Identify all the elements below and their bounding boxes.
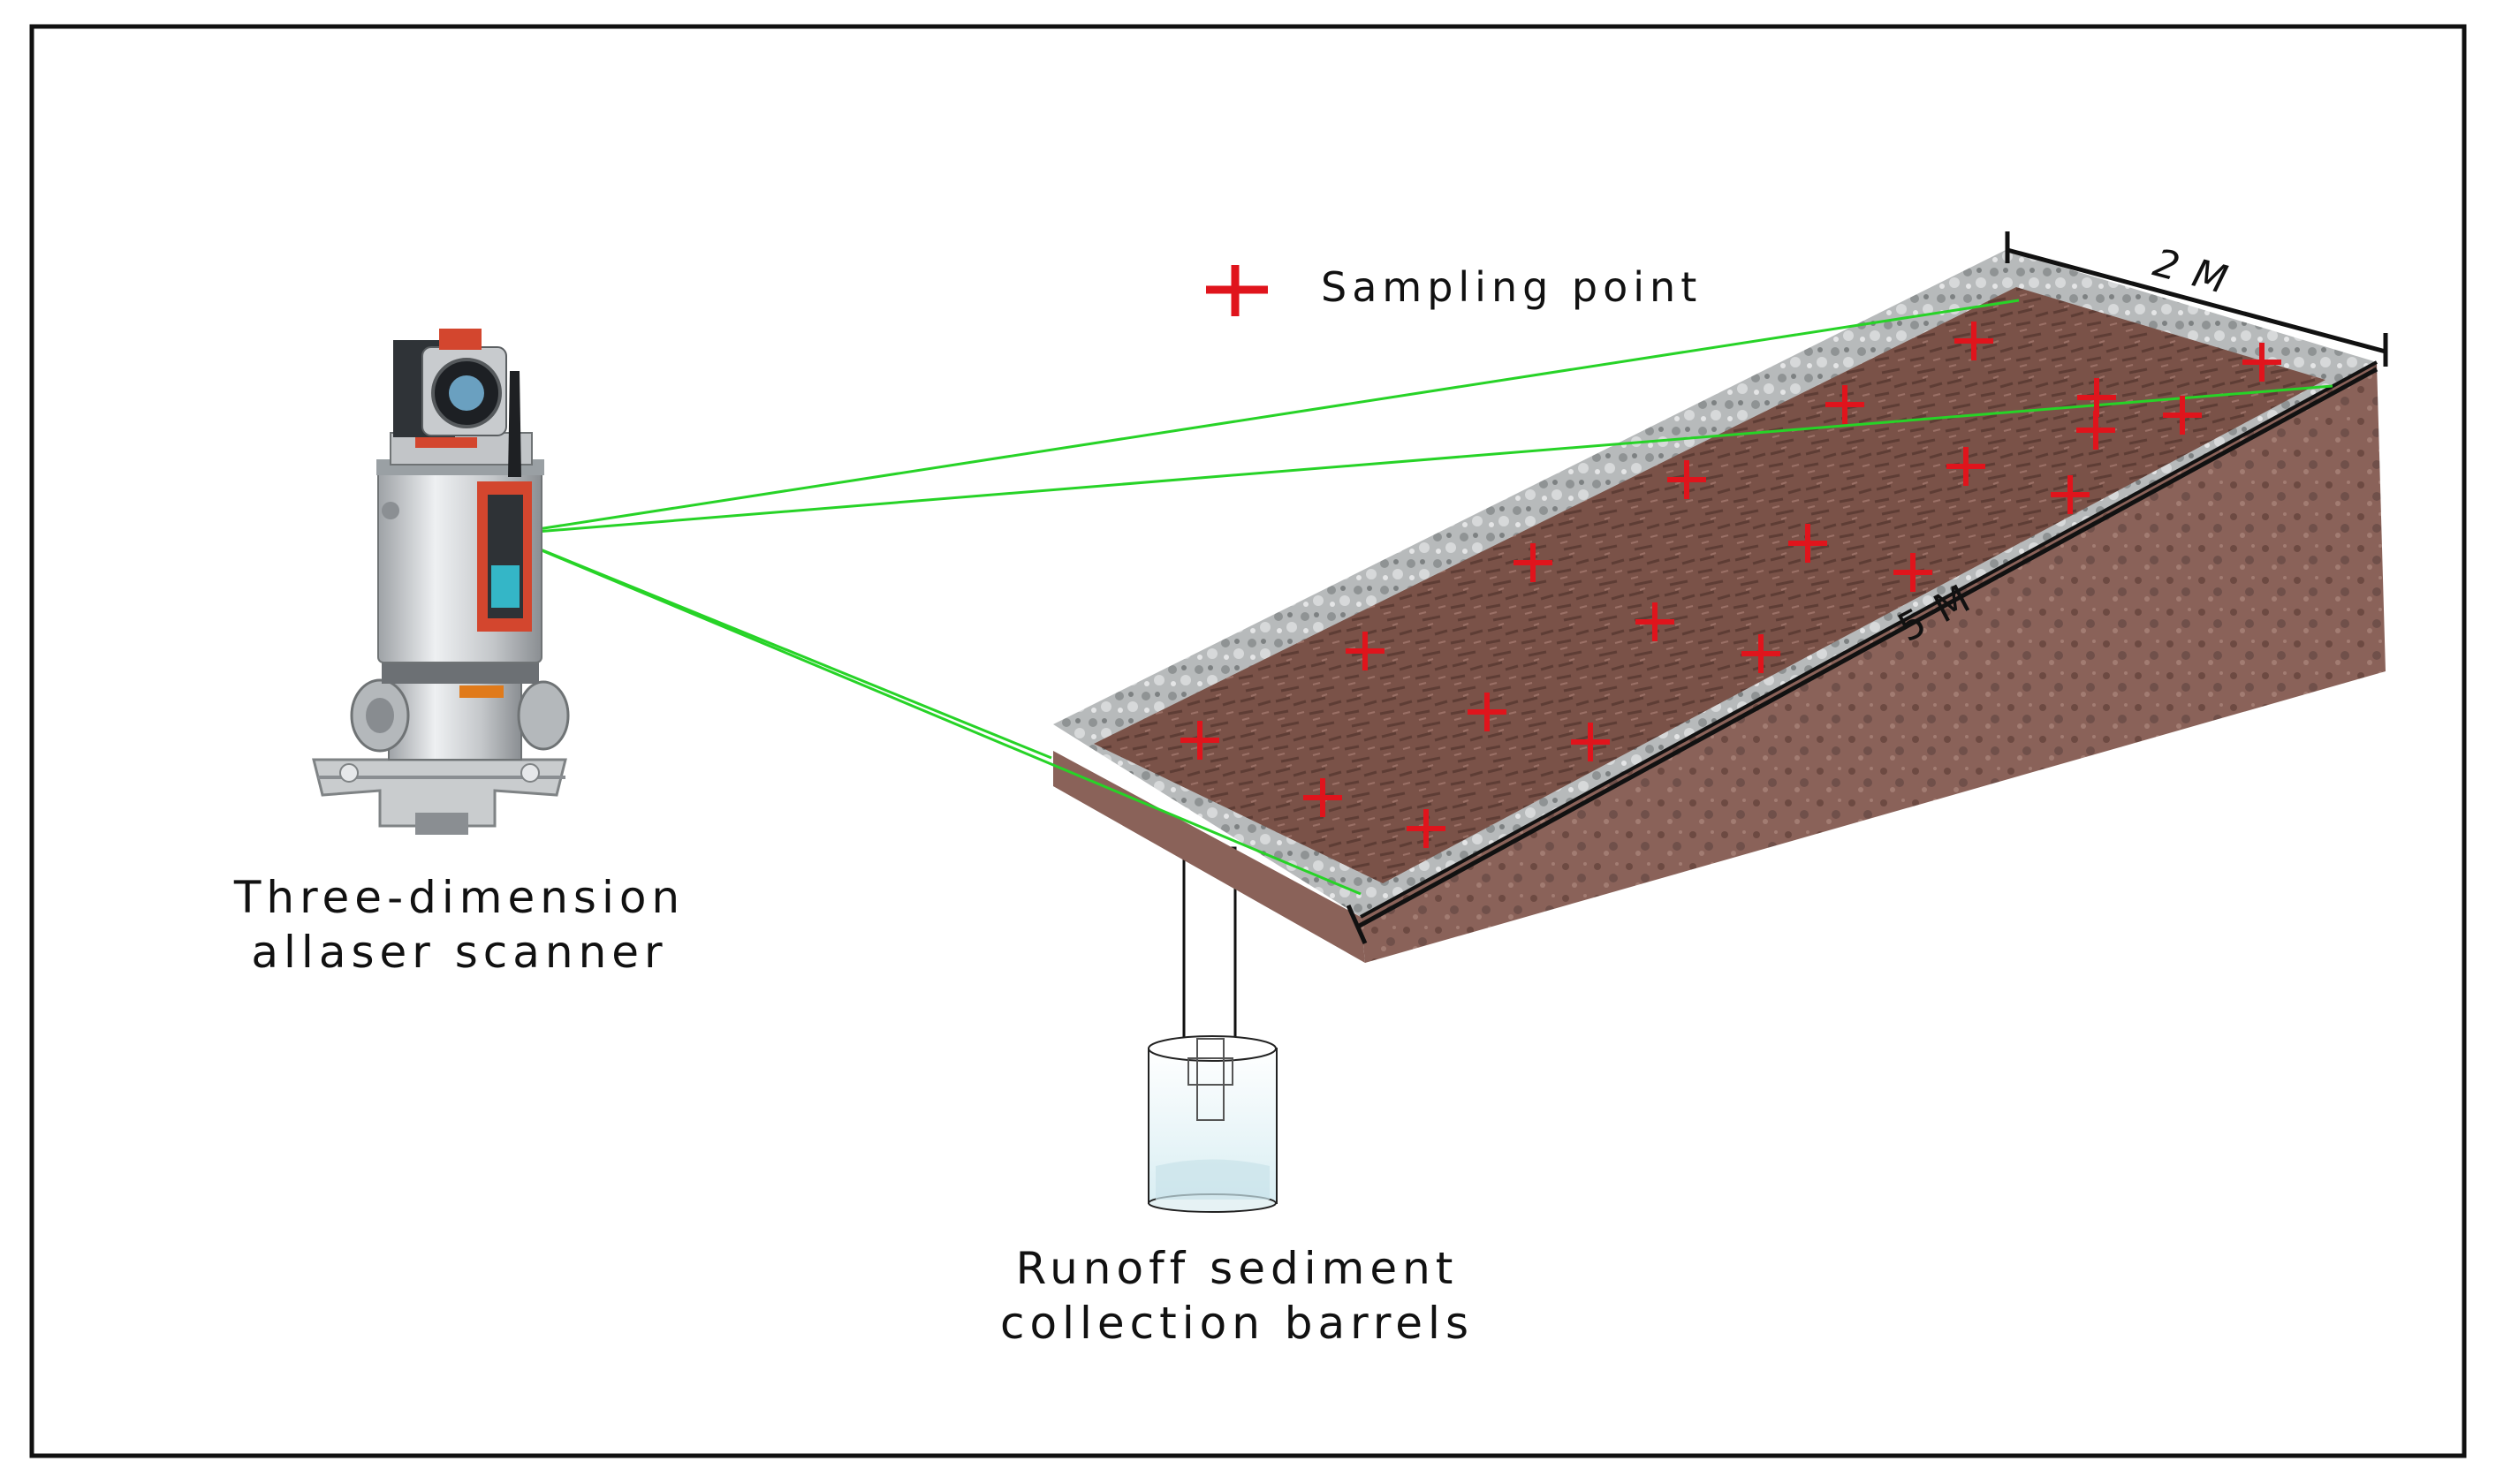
plot-side-soil	[1361, 362, 2386, 963]
length-dimension	[1346, 367, 2378, 945]
laser-scanner-icon	[312, 329, 570, 835]
sampling-point-icon	[2077, 378, 2116, 417]
sampling-point-icon	[1514, 543, 1552, 582]
outer-frame	[29, 24, 2467, 1458]
plot-front-face	[1053, 751, 1365, 963]
width-dimension	[2005, 231, 2388, 367]
barrel-label: Runoff sediment collection barrels	[884, 1241, 1590, 1351]
sampling-point-icon	[1741, 634, 1780, 673]
legend-plus-icon	[1206, 265, 1268, 316]
slope-plot	[1053, 250, 2386, 963]
sampling-point-icon	[1407, 809, 1445, 848]
sample-markers	[1180, 322, 2281, 848]
sampling-point-icon	[1788, 524, 1827, 563]
laser-beam	[503, 299, 2020, 536]
sampling-point-icon	[1468, 693, 1506, 731]
laser-beams	[503, 299, 2333, 896]
sampling-point-icon	[1571, 723, 1610, 761]
barrel-label-line1: Runoff sediment	[1015, 1243, 1459, 1294]
sampling-point-icon	[1825, 385, 1864, 424]
sampling-point-icon	[2076, 411, 2115, 450]
laser-beam	[503, 384, 2333, 536]
sampling-point-icon	[1346, 632, 1385, 670]
collection-barrel-icon	[1148, 846, 1278, 1213]
scanner-label: Three-dimension allaser scanner	[141, 870, 778, 980]
scanner-label-line1: Three-dimension	[233, 872, 686, 923]
sampling-point-icon	[2242, 343, 2281, 382]
sampling-point-icon	[1635, 602, 1674, 641]
sampling-point-icon	[2163, 396, 2202, 435]
barrel-label-line2: collection barrels	[999, 1298, 1474, 1349]
sampling-point-icon	[2051, 475, 2090, 514]
sampling-point-icon	[1303, 778, 1342, 817]
scanner-label-line2: allaser scanner	[251, 927, 668, 978]
sampling-point-icon	[1893, 553, 1932, 592]
sampling-point-icon	[1946, 447, 1985, 486]
sampling-point-icon	[1180, 721, 1219, 760]
sampling-point-icon	[1667, 460, 1706, 499]
legend-label: Sampling point	[1321, 263, 1703, 311]
laser-beam	[503, 533, 1362, 896]
sampling-point-icon	[1954, 322, 1993, 360]
plot-soil-surface	[1094, 287, 2325, 883]
